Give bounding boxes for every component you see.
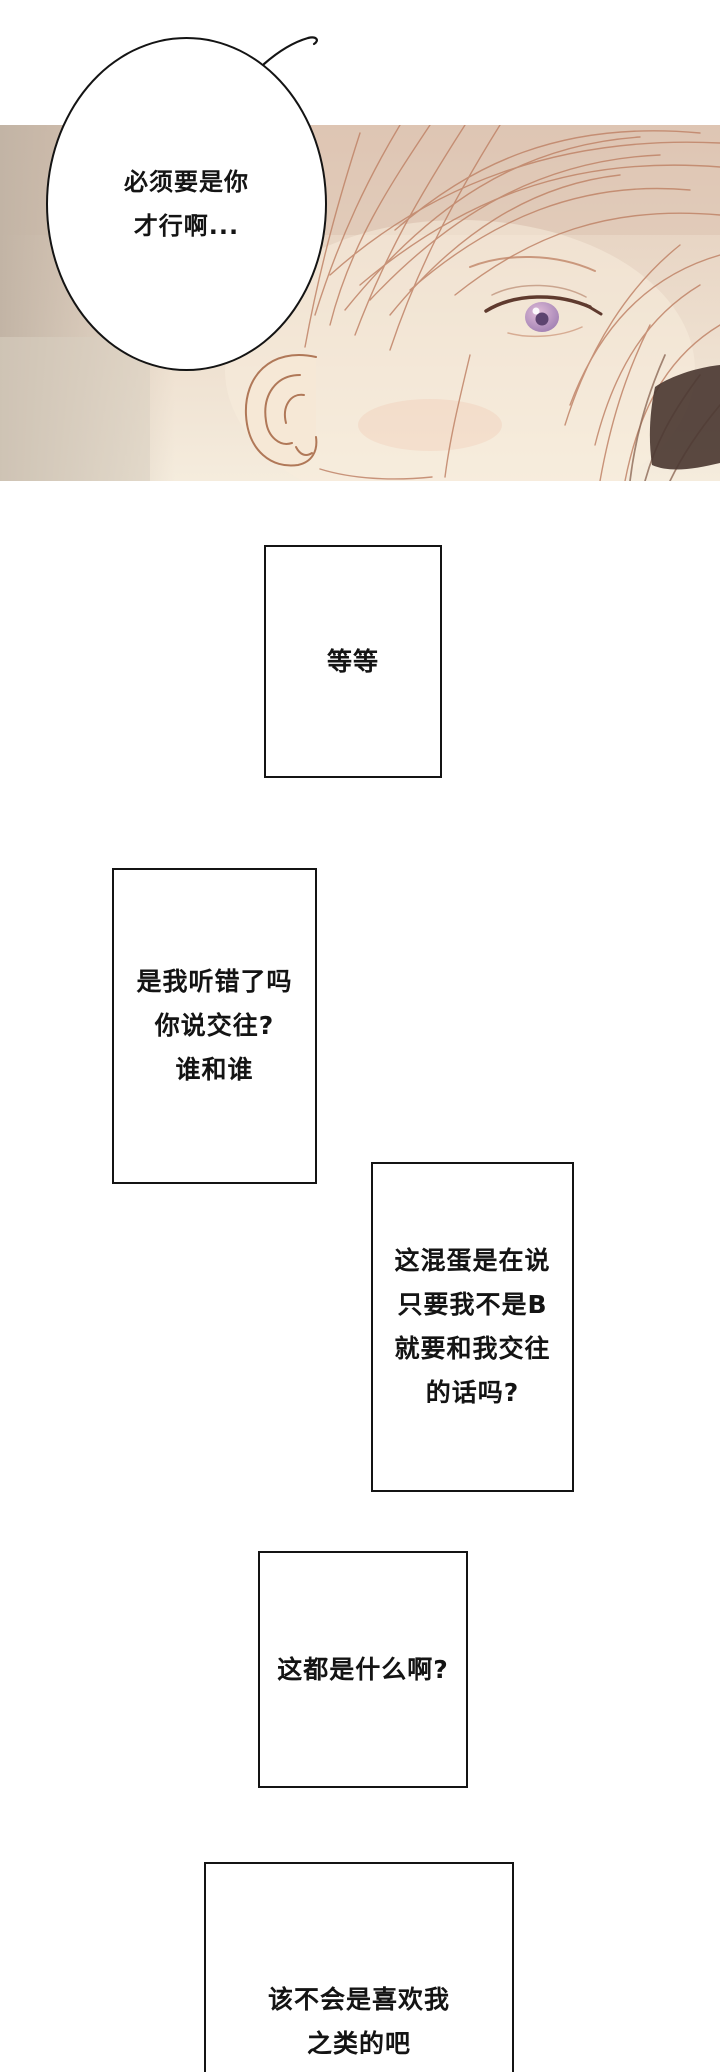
face-illustration (0, 125, 720, 481)
box-text-line: 这混蛋是在说 (394, 1246, 551, 1275)
speech-bubble: 必须要是你 才行啊... (46, 37, 327, 371)
thought-box-text: 是我听错了吗 你说交往? 谁和谁 (136, 960, 292, 1092)
thought-box-text: 这混蛋是在说 只要我不是B 就要和我交往 的话吗? (394, 1239, 550, 1415)
box-text-line: 之类的吧 (306, 2029, 411, 2058)
box-text-line: 就要和我交往 (394, 1334, 551, 1363)
bubble-tail-line (262, 36, 318, 66)
ear-art (244, 354, 318, 467)
box-text-line: 只要我不是B (397, 1290, 548, 1319)
cheek-blush (358, 399, 502, 451)
thought-box-5: 该不会是喜欢我 之类的吧 (204, 1862, 514, 2072)
bubble-text-line: 才行啊... (133, 212, 240, 240)
speech-bubble-text: 必须要是你 才行啊... (124, 160, 249, 248)
thought-box-text: 这都是什么啊? (277, 1648, 449, 1692)
box-text-line: 等等 (326, 646, 379, 676)
box-text-line: 该不会是喜欢我 (267, 1985, 450, 2014)
box-text-line: 这都是什么啊? (277, 1654, 449, 1684)
box-text-line: 的话吗? (425, 1378, 520, 1407)
box-text-line: 谁和谁 (175, 1055, 254, 1084)
thought-box-text: 该不会是喜欢我 之类的吧 (268, 1978, 450, 2066)
thought-box-4: 这都是什么啊? (258, 1551, 468, 1788)
thought-box-1: 等等 (264, 545, 442, 778)
dark-hair-patch (649, 365, 720, 470)
thought-box-text: 等等 (327, 640, 379, 684)
thought-box-2: 是我听错了吗 你说交往? 谁和谁 (112, 868, 317, 1184)
eye-art (469, 256, 603, 338)
bubble-text-line: 必须要是你 (124, 168, 249, 196)
thought-box-3: 这混蛋是在说 只要我不是B 就要和我交往 的话吗? (371, 1162, 574, 1492)
box-text-line: 你说交往? (154, 1011, 275, 1040)
box-text-line: 是我听错了吗 (136, 967, 293, 996)
hair-lines (304, 125, 720, 481)
illustration-panel (0, 125, 720, 481)
